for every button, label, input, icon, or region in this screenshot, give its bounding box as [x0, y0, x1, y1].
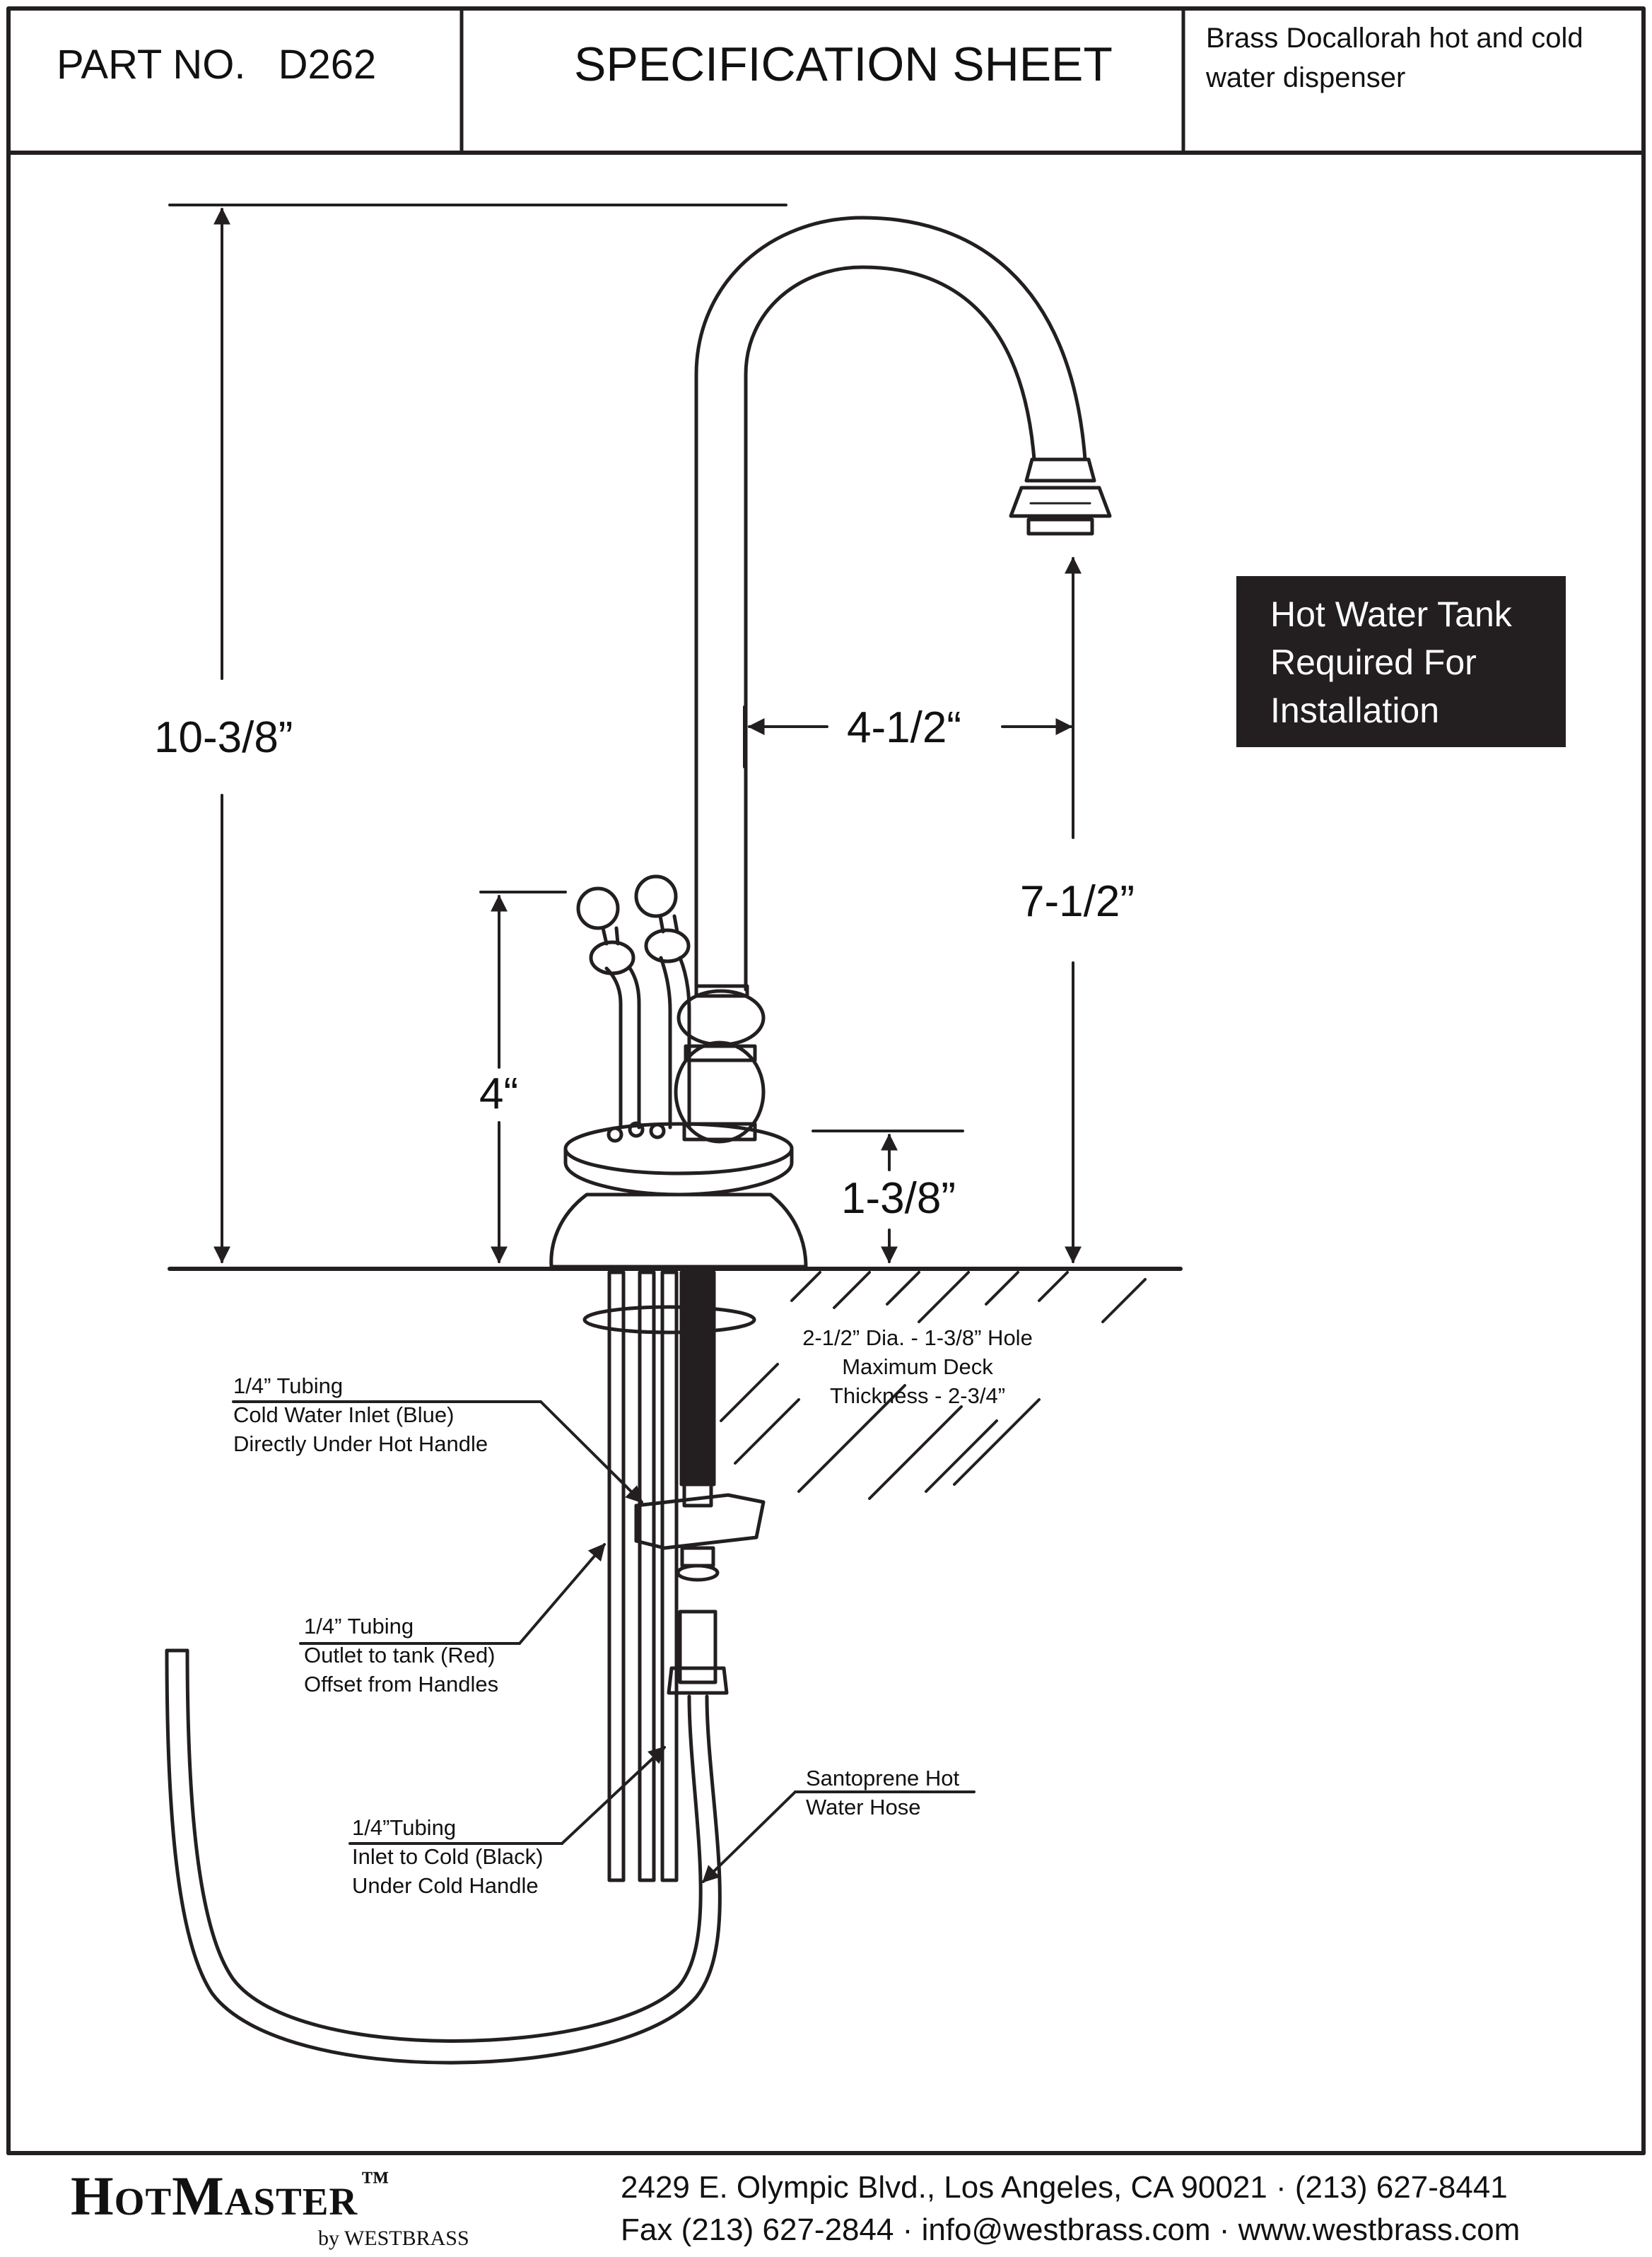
sheet-title: SPECIFICATION SHEET — [574, 37, 1113, 91]
callout-hot-water-hose: Santoprene Hot Water Hose — [806, 1766, 960, 1819]
label-spout-reach: 4-1/2“ — [847, 703, 961, 752]
label-handle-height: 4“ — [479, 1069, 519, 1118]
dimension-overall-height — [168, 204, 787, 1264]
under-deck-assembly — [165, 1270, 766, 2065]
page-frame — [6, 6, 1646, 2155]
callout-outlet-to-tank: 1/4” Tubing Outlet to tank (Red) Offset … — [304, 1614, 499, 1696]
company-contact: Fax (213) 627-2844 · info@westbrass.com … — [621, 2212, 1521, 2247]
brand-subtitle: by WESTBRASS — [318, 2227, 469, 2250]
label-base-height: 1-3/8” — [841, 1174, 956, 1223]
callout-cold-water-inlet: 1/4” Tubing Cold Water Inlet (Blue) Dire… — [233, 1373, 488, 1456]
faucet-drawing — [549, 216, 1112, 1269]
part-number: PART NO. D262 — [57, 41, 376, 88]
dimension-handle-height — [479, 891, 567, 1264]
label-overall-height: 10-3/8” — [154, 713, 293, 762]
part-number-label: PART NO. — [57, 42, 246, 88]
mounting-note: 2-1/2” Dia. - 1-3/8” Hole Maximum Deck T… — [802, 1325, 1033, 1408]
product-description: Brass Docallorah hot and cold water disp… — [1206, 23, 1583, 93]
part-number-value: D262 — [278, 42, 377, 88]
hot-water-tank-notice: Hot Water Tank Required For Installation — [1236, 576, 1566, 747]
label-spout-clearance: 7-1/2” — [1020, 877, 1135, 926]
dimension-base-height — [812, 1130, 964, 1264]
deck-hatching — [720, 1271, 1147, 1500]
callout-leaders — [232, 1400, 976, 1883]
brand-trademark: ™ — [361, 2165, 389, 2197]
brand-logo: HotMaster ™ — [71, 2164, 389, 2228]
brand-name: HotMaster — [71, 2165, 358, 2227]
callout-inlet-to-cold: 1/4”Tubing Inlet to Cold (Black) Under C… — [352, 1815, 544, 1898]
company-address: 2429 E. Olympic Blvd., Los Angeles, CA 9… — [621, 2170, 1508, 2205]
